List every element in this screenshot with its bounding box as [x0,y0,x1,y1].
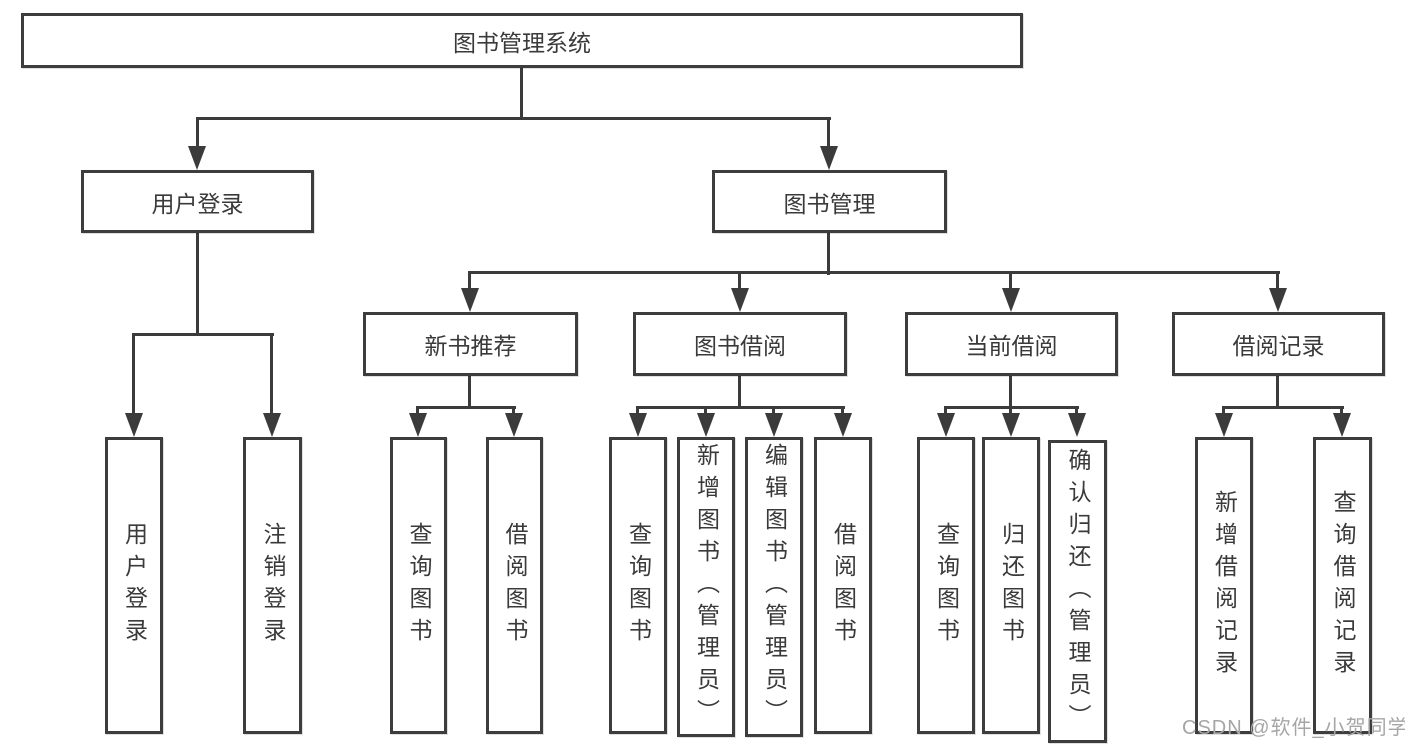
connector-drop-leaf [704,406,707,418]
node-new-book-recommend: 新书推荐 [363,312,578,376]
connector-level3-rail [469,271,1280,274]
connector-drop-user-login [196,117,199,150]
leaf-logout-label: 注销登录 [260,521,286,650]
connector-drop-leaf-logout [270,333,273,417]
arrowhead-leaf [765,413,783,437]
connector-drop-borrow-records [1276,271,1279,292]
node-root-library-system: 图书管理系统 [21,13,1023,68]
leaf-add-books-admin: 新增图书（管理员） [677,437,735,737]
node-new-book-recommend-label: 新书推荐 [424,333,517,359]
connector-drop-leaf [416,406,419,418]
leaf-add-borrow-record: 新增借阅记录 [1195,437,1253,734]
leaf-confirm-return-admin: 确认归还（管理员） [1048,440,1107,743]
arrowhead-leaf-logout [263,413,281,437]
csdn-watermark: CSDN @软件_小贺同学 [1182,717,1405,739]
node-current-borrow-label: 当前借阅 [965,333,1058,359]
arrowhead-borrow-records [1269,288,1287,312]
leaf-return-books-label: 归还图书 [998,521,1025,650]
leaf-query-books-current-label: 查询图书 [933,521,960,650]
arrowhead-leaf [697,413,715,437]
leaf-edit-books-admin-label: 编辑图书（管理员） [761,443,788,731]
arrowhead-leaf [505,413,523,437]
arrowhead-leaf [834,413,852,437]
leaf-borrow-books-label: 借阅图书 [830,521,857,650]
node-borrow-records: 借阅记录 [1172,312,1385,376]
arrowhead-leaf [1333,413,1351,437]
leaf-confirm-return-admin-label: 确认归还（管理员） [1065,447,1091,736]
connector-new-book-rail [417,406,516,409]
connector-current-borrow-stem [1009,374,1012,408]
leaf-query-books-borrow-label: 查询图书 [625,521,652,650]
connector-level1-rail [196,117,831,120]
connector-borrow-records-stem [1276,374,1279,408]
arrowhead-new-book [461,288,479,312]
connector-drop-leaf [772,406,775,418]
leaf-query-borrow-record-label: 查询借阅记录 [1330,489,1356,682]
arrowhead-user-login [188,146,206,170]
leaf-user-login: 用户登录 [105,437,163,734]
leaf-edit-books-admin: 编辑图书（管理员） [745,437,803,737]
arrowhead-leaf [629,413,647,437]
connector-borrow-records-rail [1222,406,1344,409]
leaf-query-books-recommend-label: 查询图书 [406,521,432,650]
node-borrow-records-label: 借阅记录 [1232,333,1325,359]
connector-drop-leaf-login [132,333,135,417]
arrowhead-leaf [409,413,427,437]
leaf-query-books-recommend: 查询图书 [390,437,447,734]
node-user-login-label: 用户登录 [151,190,244,217]
arrowhead-leaf [1068,413,1086,437]
leaf-logout: 注销登录 [243,437,302,734]
connector-drop-leaf [512,406,515,418]
node-user-login: 用户登录 [81,170,314,233]
arrowhead-book-borrow [731,288,749,312]
connector-drop-leaf [944,406,947,418]
connector-drop-leaf [1340,406,1343,418]
connector-user-login-stem [196,231,199,336]
node-book-borrow-label: 图书借阅 [694,333,786,359]
node-book-management-label: 图书管理 [783,190,876,217]
connector-new-book-stem [468,374,471,408]
arrowhead-book-management [820,146,838,170]
arrowhead-leaf-login [125,413,143,437]
leaf-query-borrow-record: 查询借阅记录 [1313,437,1372,734]
connector-book-borrow-rail [636,406,845,409]
connector-drop-current-borrow [1009,271,1012,292]
node-book-management: 图书管理 [712,170,947,233]
connector-drop-leaf [841,406,844,418]
arrowhead-leaf [937,413,955,437]
connector-drop-leaf [1009,406,1012,418]
leaf-borrow-books-recommend-label: 借阅图书 [502,521,528,650]
leaf-return-books: 归还图书 [982,437,1040,734]
node-root-label: 图书管理系统 [453,29,591,56]
leaf-add-borrow-record-label: 新增借阅记录 [1211,489,1238,682]
connector-drop-leaf [1075,406,1078,418]
connector-drop-leaf [1222,406,1225,418]
connector-drop-leaf [636,406,639,418]
leaf-query-books-borrow: 查询图书 [609,437,667,734]
connector-drop-book-management [827,117,830,150]
connector-user-login-rail [133,333,274,336]
node-book-borrow: 图书借阅 [633,312,847,376]
arrowhead-current-borrow [1002,288,1020,312]
leaf-add-books-admin-label: 新增图书（管理员） [693,443,720,731]
node-current-borrow: 当前借阅 [905,312,1118,376]
connector-root-stem [520,66,523,119]
leaf-borrow-books: 借阅图书 [814,437,872,734]
leaf-user-login-label: 用户登录 [121,521,148,650]
connector-book-management-stem [827,231,830,275]
arrowhead-leaf [1215,413,1233,437]
connector-drop-new-book [468,271,471,292]
arrowhead-leaf [1002,413,1020,437]
leaf-query-books-current: 查询图书 [917,437,975,734]
leaf-borrow-books-recommend: 借阅图书 [486,437,543,734]
connector-drop-book-borrow [738,271,741,292]
connector-book-borrow-stem [738,374,741,408]
